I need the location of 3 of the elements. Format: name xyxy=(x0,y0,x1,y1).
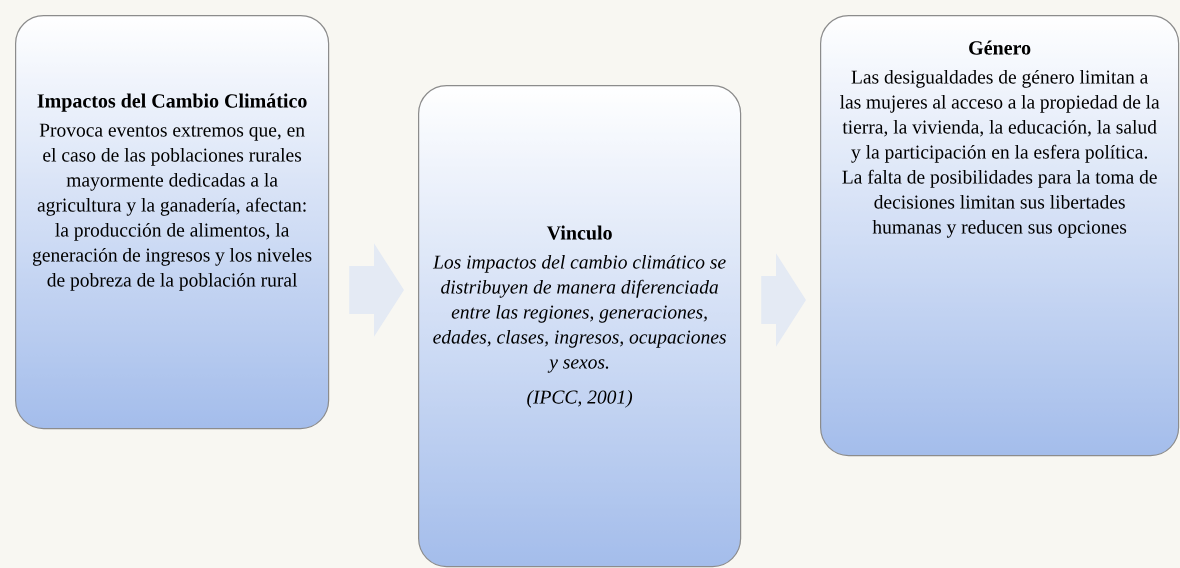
text-box: Género Las desigualdades de género limitan a las mujeres al acceso a la propiedad de la tierra, la vivienda, la educación, la salud y la participación en la esfera política. La falta de posibilidades para la toma de decisiones limitan sus libertades humanas y reducen sus opciones xyxy=(820,15,1180,457)
text-box: Impactos del Cambio Climático Provoca eventos extremos que, en el caso de las poblaciones rurales mayormente dedicadas a la agricultura y la ganadería, afectan: la producción de alimentos, la generación de ingresos y los niveles de pobreza de la población rural xyxy=(15,15,330,430)
text-box: Vinculo Los impactos del cambio climático se distribuyen de manera diferenciada entre las regiones, generaciones, edades, clases, ingresos, ocupaciones y sexos. (IPCC, 2001) xyxy=(418,85,742,568)
